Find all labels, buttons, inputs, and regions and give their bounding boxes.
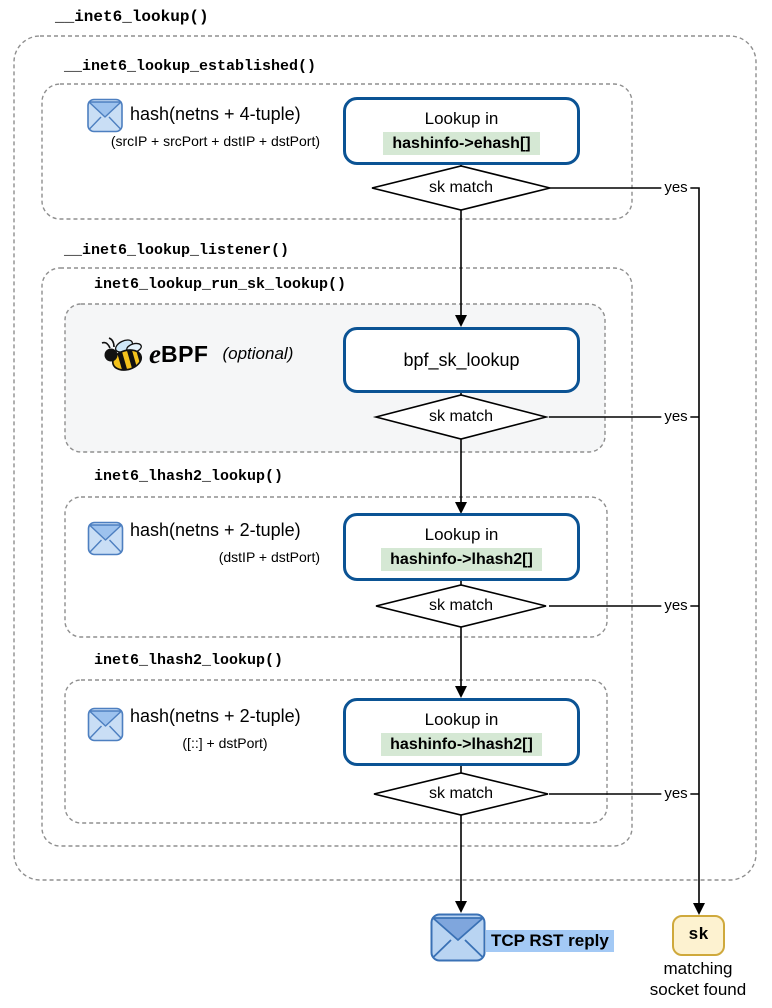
diagram-title: __inet6_lookup() <box>55 8 209 26</box>
decision-diamond <box>372 394 550 440</box>
yes-label: yes <box>661 409 691 425</box>
bpf-box-label: bpf_sk_lookup <box>403 349 520 370</box>
lookup-box-title: Lookup in <box>424 108 499 128</box>
lhash2-second-container <box>64 679 608 824</box>
yes-label: yes <box>661 180 691 196</box>
sk-label: sk <box>688 926 709 945</box>
sk-match-label: sk match <box>428 785 494 802</box>
hash-label: hash(netns + 4-tuple) <box>130 104 301 124</box>
ebpf-bee-icon <box>101 337 144 373</box>
tcp-rst-envelope-icon <box>430 913 486 967</box>
bpf-sk-lookup-box: bpf_sk_lookup <box>343 327 580 393</box>
decision-diamond <box>373 772 549 816</box>
lookup-code-chip: hashinfo->lhash2[] <box>381 732 542 756</box>
ebpf-logo-bpf: BPF <box>160 340 209 367</box>
sk-caption-line2: socket found <box>649 980 747 999</box>
hash-detail: (dstIP + dstPort) <box>218 549 320 565</box>
listener-container <box>41 267 633 847</box>
decision-diamonds <box>371 165 551 816</box>
arrowheads <box>455 315 705 915</box>
lookup-code-chip: hashinfo->ehash[] <box>383 131 540 155</box>
lhash2-lookup-box: Lookup in hashinfo->lhash2[] <box>343 513 580 581</box>
listener-label: __inet6_lookup_listener() <box>64 242 290 259</box>
hash-label: hash(netns + 2-tuple) <box>130 706 301 726</box>
lhash2-first-container <box>64 496 608 638</box>
established-container <box>41 83 633 220</box>
ehash-lookup-box: Lookup in hashinfo->ehash[] <box>343 97 580 165</box>
sk-match-label: sk match <box>428 179 494 196</box>
sk-caption-line1: matching <box>663 959 733 978</box>
established-label: __inet6_lookup_established() <box>64 58 317 75</box>
optional-label: (optional) <box>222 344 294 363</box>
sk-result-box: sk <box>672 915 725 956</box>
hash-label: hash(netns + 2-tuple) <box>130 520 301 540</box>
decision-diamond <box>371 165 551 211</box>
tcp-rst-label: TCP RST reply <box>486 930 614 952</box>
decision-diamond <box>375 584 547 628</box>
lookup-box-title: Lookup in <box>424 709 499 729</box>
hash-detail: ([::] + dstPort) <box>182 735 268 751</box>
yes-label: yes <box>661 786 691 802</box>
yes-label: yes <box>661 598 691 614</box>
lookup-code-chip: hashinfo->lhash2[] <box>381 547 542 571</box>
sk-caption: matching socket found <box>626 958 770 1000</box>
lhash2-first-label: inet6_lhash2_lookup() <box>94 468 284 485</box>
sk-match-label: sk match <box>428 408 494 425</box>
lhash2-lookup-box: Lookup in hashinfo->lhash2[] <box>343 698 580 766</box>
envelope-icon <box>87 521 124 561</box>
envelope-icon <box>87 98 123 138</box>
hash-detail: (srcIP + srcPort + dstIP + dstPort) <box>110 133 320 149</box>
lookup-box-title: Lookup in <box>424 524 499 544</box>
outer-container <box>13 35 757 881</box>
run-sk-lookup-label: inet6_lookup_run_sk_lookup() <box>94 276 347 293</box>
sk-match-label: sk match <box>428 597 494 614</box>
ebpf-logo-e: e <box>149 338 161 369</box>
envelope-icon <box>87 707 124 747</box>
lhash2-second-label: inet6_lhash2_lookup() <box>94 652 284 669</box>
